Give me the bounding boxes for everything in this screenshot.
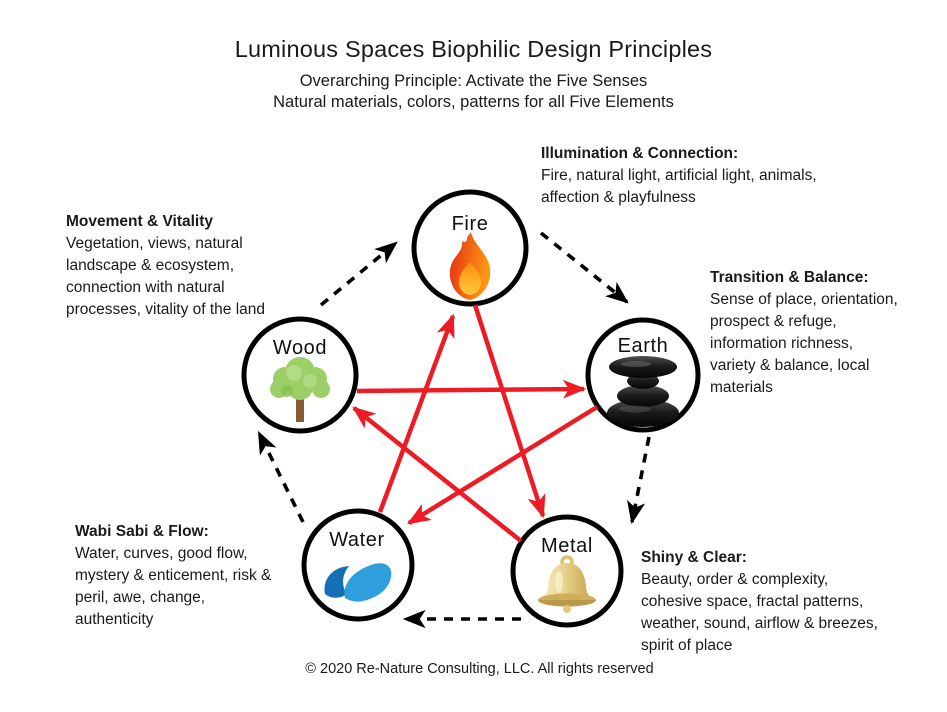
dashed-arrow-fire-to-earth	[539, 231, 629, 304]
subtitle-overarching: Overarching Principle: Activate the Five…	[299, 72, 648, 90]
principle-movement-body: Vegetation, views, natural landscape & e…	[66, 235, 266, 318]
header: Luminous Spaces Biophilic Design Princip…	[0, 36, 947, 114]
principle-wabi-sabi: Wabi Sabi & Flow: Water, curves, good fl…	[75, 521, 283, 631]
page-title: Luminous Spaces Biophilic Design Princip…	[234, 36, 713, 62]
water-label: Water	[329, 529, 385, 551]
red-arrow-wood-to-earth	[356, 379, 587, 399]
principle-movement-heading: Movement & Vitality	[66, 213, 214, 230]
copyright-notice: © 2020 Re-Nature Consulting, LLC. All ri…	[305, 661, 654, 677]
wood-label: Wood	[273, 337, 327, 359]
generating-cycle-arrows	[257, 231, 651, 629]
tree-icon	[270, 357, 330, 422]
principle-movement: Movement & Vitality Vegetation, views, n…	[66, 211, 266, 321]
water-circle	[301, 508, 415, 622]
principle-wabi-sabi-heading: Wabi Sabi & Flow:	[75, 523, 209, 540]
dashed-arrow-water-to-wood	[257, 430, 305, 523]
principle-transition: Transition & Balance: Sense of place, or…	[710, 267, 900, 399]
flame-icon	[449, 232, 491, 300]
element-node-water: Water	[301, 508, 415, 622]
red-arrow-metal-to-wood	[352, 406, 523, 543]
principle-illumination: Illumination & Connection: Fire, natural…	[541, 143, 821, 209]
fire-label: Fire	[452, 213, 489, 235]
element-node-wood: Wood	[241, 316, 359, 434]
overcoming-cycle-arrows	[352, 304, 599, 543]
principle-illumination-heading: Illumination & Connection:	[541, 145, 739, 162]
red-arrow-water-to-fire	[377, 313, 456, 513]
dashed-arrow-wood-to-fire	[319, 241, 398, 307]
subtitle-materials: Natural materials, colors, patterns for …	[273, 93, 674, 111]
red-arrow-earth-to-water	[407, 405, 599, 525]
principle-transition-heading: Transition & Balance:	[710, 269, 869, 286]
red-arrow-fire-to-metal	[472, 304, 546, 519]
element-node-fire: Fire	[411, 189, 529, 307]
dashed-arrow-earth-to-metal	[627, 436, 651, 525]
earth-label: Earth	[618, 335, 669, 357]
wave-icon	[324, 563, 392, 602]
principle-shiny-heading: Shiny & Clear:	[641, 549, 747, 566]
element-node-metal: Metal	[510, 514, 624, 628]
principle-wabi-sabi-body: Water, curves, good flow, mystery & enti…	[75, 545, 272, 628]
principle-transition-body: Sense of place, orientation, prospect & …	[710, 291, 898, 396]
element-node-earth: Earth	[585, 317, 701, 433]
metal-label: Metal	[541, 535, 593, 557]
principle-shiny: Shiny & Clear: Beauty, order & complexit…	[641, 547, 886, 657]
principle-shiny-body: Beauty, order & complexity, cohesive spa…	[641, 571, 878, 654]
principle-illumination-body: Fire, natural light, artificial light, a…	[541, 167, 817, 206]
bell-icon	[538, 555, 596, 613]
zen-stones-icon	[607, 356, 679, 427]
